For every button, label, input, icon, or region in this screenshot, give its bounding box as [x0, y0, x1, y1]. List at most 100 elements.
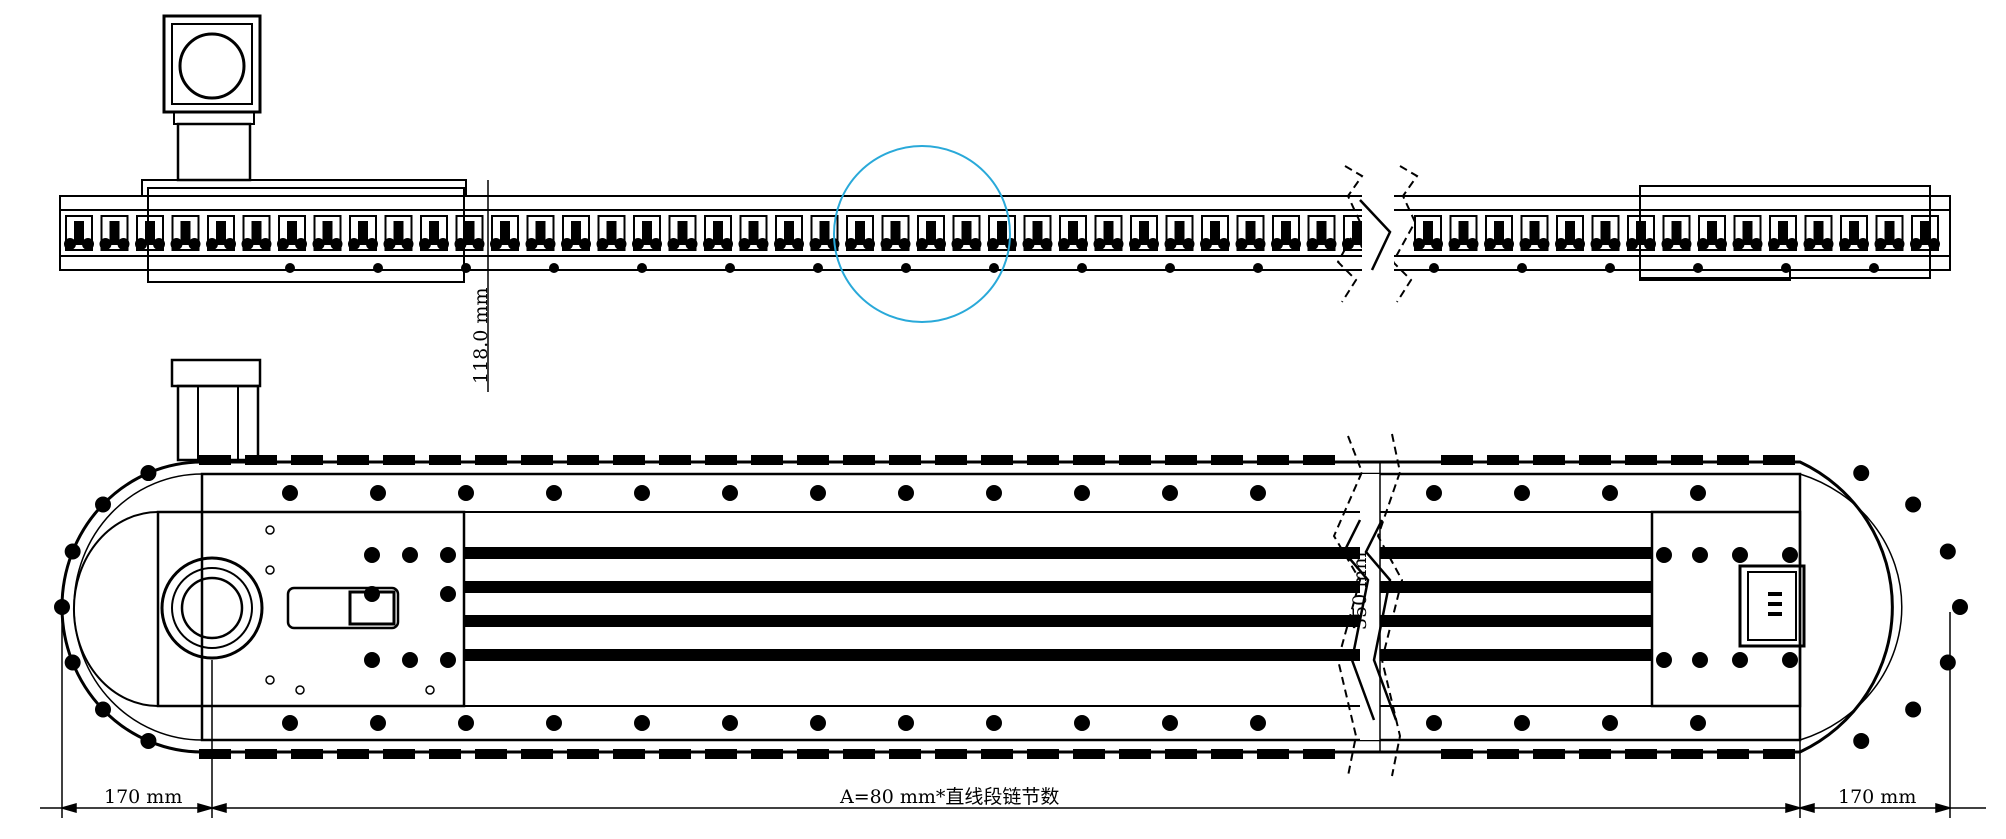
plate-screw	[440, 586, 456, 602]
chain-link	[526, 215, 555, 251]
chain-link	[1662, 215, 1691, 251]
chain-link	[1627, 215, 1655, 251]
chain-link-pin	[1671, 221, 1682, 245]
tooth	[1533, 455, 1565, 465]
screw	[373, 263, 383, 273]
chain-link-pin	[287, 221, 297, 245]
chain-link-pin	[890, 221, 901, 245]
chain-link	[1485, 215, 1513, 251]
right-end-label: 170 mm	[1838, 786, 1916, 808]
chain-link-roller	[1147, 238, 1159, 250]
chain-link-pin	[500, 221, 510, 245]
chain-link-roller	[543, 238, 556, 250]
chain-link-pin	[748, 221, 759, 245]
tooth	[1027, 455, 1059, 465]
chain-link-roller	[348, 238, 360, 250]
screw	[901, 263, 911, 273]
screw	[1690, 485, 1706, 501]
end-tooth	[95, 701, 112, 718]
chain-link	[1165, 215, 1194, 251]
chain-link	[100, 215, 129, 251]
tooth	[521, 455, 553, 465]
chain-link-roller	[579, 238, 591, 250]
plate-hole	[425, 685, 435, 695]
chain-link-roller	[1750, 238, 1763, 250]
chain-link	[384, 215, 413, 251]
screw	[1429, 263, 1439, 273]
chain-link-roller	[1129, 238, 1141, 250]
chain-link-pin	[997, 221, 1007, 245]
chain-link-pin	[1245, 221, 1256, 245]
tooth	[1717, 455, 1749, 465]
chain-link-roller	[1466, 238, 1479, 250]
chain-link	[1840, 215, 1868, 251]
chain-link-roller	[1324, 238, 1337, 250]
height-dimension-label: 118.0 mm	[470, 288, 492, 384]
screw	[546, 485, 562, 501]
tooth	[521, 749, 553, 759]
tooth	[1763, 749, 1795, 759]
top-screws	[265, 485, 1798, 731]
conveyor-slats	[463, 547, 1653, 661]
end-tooth	[1905, 701, 1922, 718]
chain-link	[1449, 215, 1478, 251]
chain-link-roller	[1715, 238, 1727, 250]
chain-link-pin	[180, 221, 191, 245]
chain-link-roller	[951, 238, 964, 250]
chain-link-roller	[845, 238, 857, 250]
end-tooth	[1939, 543, 1956, 560]
chain-link-roller	[1502, 238, 1514, 250]
chain-link-roller	[934, 238, 946, 250]
chain-link-roller	[632, 238, 644, 250]
screw	[1426, 715, 1442, 731]
tooth	[245, 749, 277, 759]
tooth	[1763, 455, 1795, 465]
screw	[722, 715, 738, 731]
side-chain-links	[64, 215, 1940, 251]
chain-link	[917, 215, 945, 251]
chain-outline	[60, 460, 1894, 754]
tooth	[1303, 455, 1335, 465]
chain-link-pin	[784, 221, 794, 245]
screw	[813, 263, 823, 273]
screw	[1162, 485, 1178, 501]
break-symbol-top	[1332, 433, 1404, 777]
chain-link	[739, 215, 768, 251]
tooth	[1119, 455, 1151, 465]
chain-link-pin	[358, 221, 368, 245]
tooth	[1441, 455, 1473, 465]
chain-link-pin	[926, 221, 936, 245]
chain-teeth	[54, 455, 1968, 759]
chain-link-roller	[1892, 238, 1905, 250]
tooth	[429, 749, 461, 759]
chain-link	[455, 215, 484, 251]
width-dimension-label: 350 mm	[1349, 552, 1371, 630]
tooth	[1625, 455, 1657, 465]
screw	[722, 485, 738, 501]
chain-link	[491, 215, 519, 251]
height-dimension	[478, 180, 498, 392]
end-tooth	[1853, 465, 1870, 482]
chain-link-roller	[1786, 238, 1798, 250]
tooth	[1487, 455, 1519, 465]
chain-link-roller	[721, 238, 733, 250]
tooth	[291, 455, 323, 465]
chain-link-roller	[1235, 238, 1248, 250]
chain-link-pin	[819, 221, 830, 245]
chain-link-roller	[1289, 238, 1301, 250]
chain-link	[313, 215, 342, 251]
chain-link-roller	[1590, 238, 1603, 250]
plate-screw	[364, 652, 380, 668]
tooth	[935, 455, 967, 465]
chain-link-roller	[1679, 238, 1692, 250]
screw	[549, 263, 559, 273]
chain-link-roller	[1218, 238, 1230, 250]
screw	[546, 715, 562, 731]
chain-link-roller	[224, 238, 236, 250]
tooth	[1027, 749, 1059, 759]
chain-link-pin	[1281, 221, 1291, 245]
plate-screw	[1656, 652, 1672, 668]
tooth	[1211, 749, 1243, 759]
screw	[634, 485, 650, 501]
plate-screw	[440, 547, 456, 563]
